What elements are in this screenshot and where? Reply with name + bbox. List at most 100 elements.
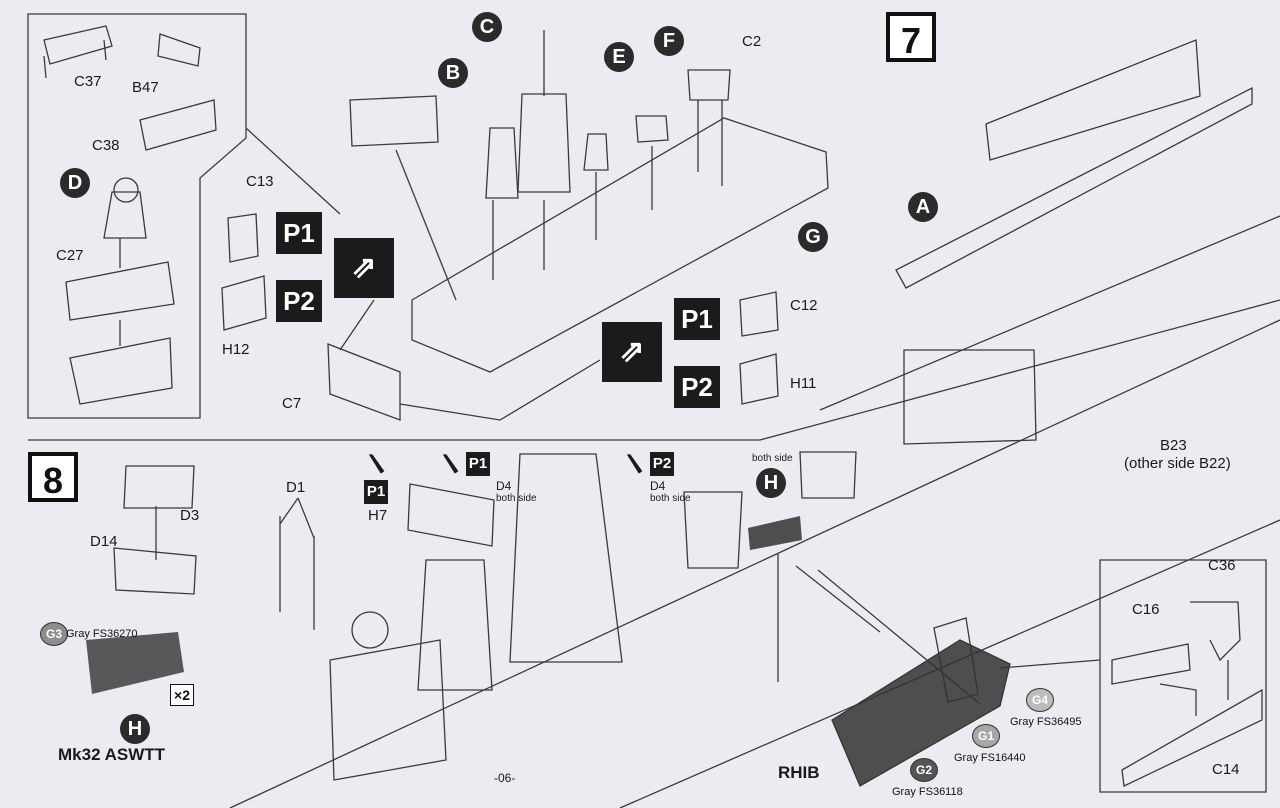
badge-p1-d4: P1 [466, 452, 490, 476]
label-d4-right: D4 [650, 479, 666, 493]
inset-deck-c14 [1121, 688, 1263, 787]
label-c13: C13 [246, 173, 274, 190]
paint-chip-g2: G2 [910, 758, 938, 782]
mast-8 [509, 453, 623, 663]
part-c27-drawing [65, 261, 175, 321]
p-arrow-path-1 [245, 127, 341, 215]
label-d1: D1 [286, 479, 306, 496]
bullet-d: D [60, 168, 90, 198]
label-c27: C27 [56, 247, 84, 264]
label-h11: H11 [790, 375, 817, 392]
step-7-number: 7 [886, 12, 936, 62]
step-divider [28, 299, 1280, 441]
label-b47: B47 [132, 79, 159, 96]
swap-arrow-icon: ⇗ [602, 322, 662, 382]
label-both-side-left: both side [496, 493, 537, 504]
label-b23: B23 [1160, 437, 1187, 454]
part-c2-drawing [687, 69, 731, 101]
inset-connector [999, 659, 1101, 669]
paint-chip-g3: G3 [40, 622, 68, 646]
badge-p1-right: P1 [674, 298, 720, 340]
bullet-c: C [472, 12, 502, 42]
label-both-side-right: both side [650, 493, 691, 504]
label-c14: C14 [1212, 761, 1240, 778]
superstructure-step7 [985, 39, 1201, 161]
paint-chip-g1: G1 [972, 724, 1000, 748]
bullet-h-mk32: H [120, 714, 150, 744]
label-d4-left: D4 [496, 479, 512, 493]
label-c37: C37 [74, 73, 102, 90]
label-rhib: RHIB [778, 763, 820, 782]
label-both-side-h: both side [752, 453, 793, 464]
d1-pointer [279, 497, 315, 539]
part-b47-drawing [157, 33, 201, 67]
inset-arrow-1 [1159, 683, 1197, 716]
radar-array-8 [407, 483, 495, 547]
d14-assembly [113, 547, 197, 595]
quantity-badge: ×2 [170, 684, 194, 706]
hull-step8 [229, 215, 1280, 808]
bullet-g: G [798, 222, 828, 252]
step-8-number: 8 [28, 452, 78, 502]
badge-p2-right: P2 [674, 366, 720, 408]
rhib-inset-frame [1099, 559, 1267, 793]
page-number: -06- [494, 771, 516, 785]
label-c7: C7 [282, 395, 302, 412]
label-b23-note: (other side B22) [1124, 455, 1231, 472]
step7-frame [27, 13, 247, 419]
paint-chip-g4: G4 [1026, 688, 1054, 712]
part-c27b-drawing [69, 337, 173, 405]
part-c12-drawing [739, 291, 779, 337]
label-c36: C36 [1208, 557, 1236, 574]
swap-arrow-icon: ⇗ [334, 238, 394, 298]
part-e-drawing [583, 133, 609, 171]
paint-name-g1: Gray FS16440 [954, 752, 1026, 764]
label-c2: C2 [742, 33, 762, 50]
part-d-radar-drawing [103, 191, 147, 239]
part-c38-drawing [139, 99, 217, 151]
radar-tower-8 [417, 559, 493, 691]
bullet-f: F [654, 26, 684, 56]
arrow-dome [395, 149, 457, 301]
badge-p1-h7: P1 [364, 480, 388, 504]
superstructure-g [411, 117, 829, 373]
paint-name-g2: Gray FS36118 [892, 786, 963, 798]
inset-boat-c16 [1111, 643, 1191, 685]
dome-8 [351, 611, 389, 649]
badge-p2-left: P2 [276, 280, 322, 322]
part-c7-drawing [327, 343, 401, 421]
radar-tower-b [485, 127, 519, 199]
label-c38: C38 [92, 137, 120, 154]
part-c13-drawing [227, 213, 259, 263]
label-h7: H7 [368, 507, 388, 524]
label-d14: D14 [90, 533, 118, 550]
torpedo-tubes-h [748, 516, 802, 550]
part-h12-drawing [221, 275, 267, 331]
paint-name-g4: Gray FS36495 [1010, 716, 1082, 728]
badge-p1-left: P1 [276, 212, 322, 254]
bullet-b: B [438, 58, 468, 88]
gun-8 [799, 451, 857, 499]
inset-arm-c36 [1190, 601, 1241, 662]
gun-f [635, 115, 669, 143]
crane-8 [683, 491, 743, 569]
bullet-e: E [604, 42, 634, 72]
label-c16: C16 [1132, 601, 1160, 618]
label-c12: C12 [790, 297, 818, 314]
hull-a [895, 86, 1253, 289]
part-d-dome [113, 177, 139, 203]
mast-c [517, 30, 571, 193]
radar-dome-top [349, 95, 439, 147]
d3-part [123, 465, 195, 509]
rhib-deck-fill [832, 640, 1010, 786]
part-c37-drawing [43, 25, 113, 79]
label-mk32-aswtt: Mk32 ASWTT [58, 745, 166, 764]
bullet-h-ship: H [756, 468, 786, 498]
label-d3: D3 [180, 507, 200, 524]
paint-name-g3: Gray FS36270 [66, 628, 138, 640]
p-arrow-path-3 [399, 359, 601, 421]
bullet-a: A [908, 192, 938, 222]
part-h11-drawing [739, 353, 779, 405]
p-arrow-path-2 [339, 299, 375, 351]
